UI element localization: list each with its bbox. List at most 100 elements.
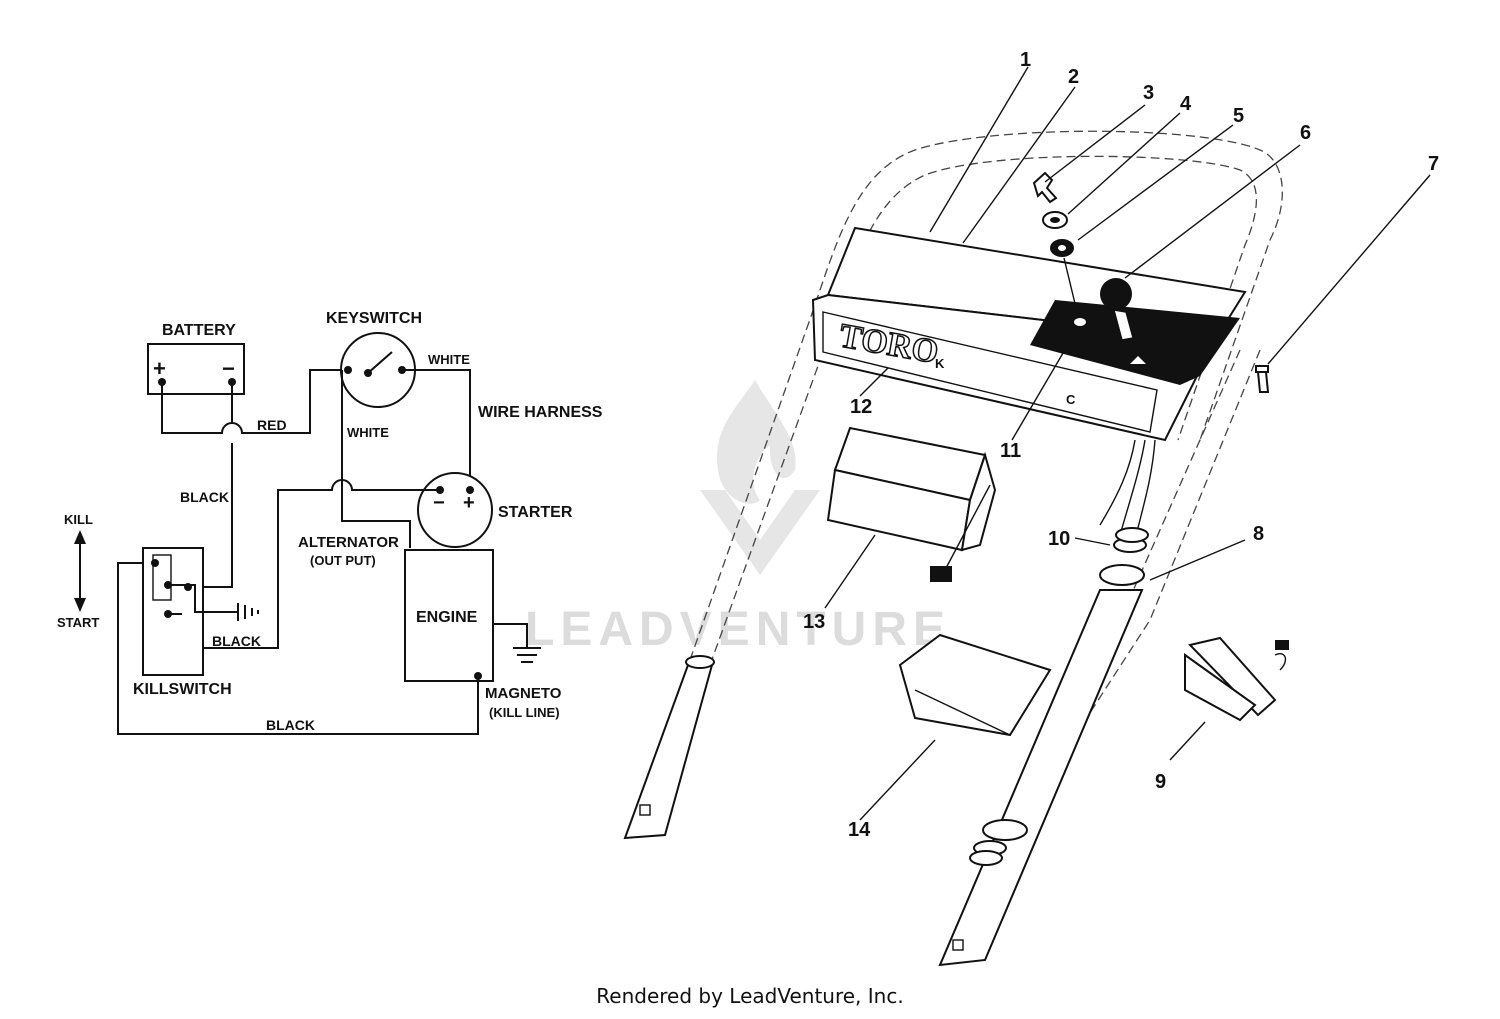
black-kill-wire xyxy=(181,479,440,649)
right-handle-hole xyxy=(952,939,964,951)
wire-harness-label: WIRE HARNESS xyxy=(478,404,603,421)
callout-14: 14 xyxy=(848,819,871,841)
starter-label: STARTER xyxy=(498,504,573,521)
battery-tray-edge xyxy=(914,689,1011,736)
leader-10 xyxy=(1074,537,1111,546)
callout-2: 2 xyxy=(1068,66,1079,88)
kill-label: KILL xyxy=(64,512,93,527)
callout-4: 4 xyxy=(1180,93,1192,115)
callout-5: 5 xyxy=(1233,105,1244,127)
black-kill-label: BLACK xyxy=(212,633,261,649)
red-wire-label: RED xyxy=(257,417,287,433)
lock-washer-hole xyxy=(1058,245,1066,251)
starter-plus-terminal xyxy=(466,486,474,494)
harness-wire-a xyxy=(1099,439,1136,526)
killswitch-ground-icon xyxy=(237,603,259,621)
battery-cable xyxy=(944,484,991,571)
white-harness-wire xyxy=(402,369,471,485)
engine-ground-wire xyxy=(493,623,528,648)
black-bottom-label: BLACK xyxy=(266,717,315,733)
throttle-lever xyxy=(1113,309,1134,341)
callout-9: 9 xyxy=(1155,771,1166,793)
starter-symbol xyxy=(417,472,493,548)
battery-connector xyxy=(930,566,952,582)
killswitch-ground-wire xyxy=(168,584,238,613)
battery-plus-label: + xyxy=(153,356,166,381)
leader-6 xyxy=(1124,144,1301,279)
exploded-parts-view: TORO K C xyxy=(623,49,1439,967)
arrow-down-icon xyxy=(74,598,86,612)
key-icon xyxy=(1032,171,1058,204)
leader-12 xyxy=(859,367,889,397)
battery-box xyxy=(147,343,245,395)
black-magneto-wire xyxy=(117,562,479,735)
leader-8 xyxy=(1149,539,1246,581)
callout-12: 12 xyxy=(850,396,872,418)
watermark: LEADVENTURE xyxy=(525,380,951,656)
starter-plus-label: + xyxy=(463,492,475,514)
start-label: START xyxy=(57,615,99,630)
harness-wire-b xyxy=(1119,439,1146,536)
killswitch-lever xyxy=(152,554,172,601)
leader-11 xyxy=(1011,335,1074,441)
handle-frame-outline xyxy=(689,130,1283,661)
white-top-label: WHITE xyxy=(428,352,470,367)
callout-11: 11 xyxy=(1000,440,1021,462)
battery-tray xyxy=(898,633,1052,737)
alternator-label: ALTERNATOR xyxy=(298,534,399,551)
keyswitch-body xyxy=(1072,316,1088,328)
left-handle-tube xyxy=(623,664,714,840)
black-battery-label: BLACK xyxy=(180,489,229,505)
alternator-sub-label: (OUT PUT) xyxy=(310,553,376,568)
watermark-text: LEADVENTURE xyxy=(525,603,951,656)
bolt-shank xyxy=(1256,371,1270,393)
callout-10: 10 xyxy=(1048,528,1070,550)
starter-minus-label: − xyxy=(433,492,445,514)
engine-label: ENGINE xyxy=(416,609,478,626)
throttle-knob xyxy=(1100,278,1132,310)
callout-13: 13 xyxy=(803,611,825,633)
callout-7: 7 xyxy=(1428,153,1439,175)
magneto-label: MAGNETO xyxy=(485,685,562,702)
leader-7 xyxy=(1267,174,1431,365)
watermark-v-icon xyxy=(700,490,820,575)
magneto-sub-label: (KILL LINE) xyxy=(489,705,560,720)
engine-box xyxy=(404,549,494,682)
right-handle-tube xyxy=(938,589,1144,967)
leader-3 xyxy=(1044,104,1146,183)
module-body xyxy=(1184,653,1257,722)
lower-clamp xyxy=(982,819,1028,841)
callout-3: 3 xyxy=(1143,82,1154,104)
keyswitch-label: KEYSWITCH xyxy=(326,310,422,327)
panel-arrow-icon xyxy=(1130,356,1146,364)
module-cable xyxy=(1274,653,1287,671)
battery-minus-label: − xyxy=(222,356,235,381)
callout-6: 6 xyxy=(1300,122,1311,144)
killswitch-terminal-1 xyxy=(151,559,159,567)
keyswitch-contact xyxy=(367,351,393,374)
module-connector xyxy=(1275,640,1289,650)
watermark-flame-icon xyxy=(717,380,796,504)
white-alternator-wire xyxy=(341,370,411,548)
leader-9 xyxy=(1169,721,1206,761)
leader-13 xyxy=(824,534,876,609)
callout-1: 1 xyxy=(1020,49,1031,71)
arrow-up-icon xyxy=(74,530,86,544)
footer-credit: Rendered by LeadVenture, Inc. xyxy=(596,984,904,1008)
panel-logo: TORO xyxy=(837,317,941,371)
red-wire xyxy=(161,369,342,434)
panel-c-label: C xyxy=(1066,392,1076,407)
harness-boot-ring-2 xyxy=(1115,527,1149,543)
handle-frame-inner-outline xyxy=(709,155,1258,666)
engine-ground-icon xyxy=(513,647,541,663)
left-handle-hole xyxy=(639,804,651,816)
leader-1 xyxy=(929,66,1029,233)
leader-5 xyxy=(1077,124,1234,241)
keyswitch-terminal-left xyxy=(344,366,352,374)
left-handle-tube-end xyxy=(685,655,715,669)
bolt-head xyxy=(1255,365,1269,373)
battery-label: BATTERY xyxy=(162,322,236,339)
callout-8: 8 xyxy=(1253,523,1264,545)
white-mid-label: WHITE xyxy=(347,425,389,440)
